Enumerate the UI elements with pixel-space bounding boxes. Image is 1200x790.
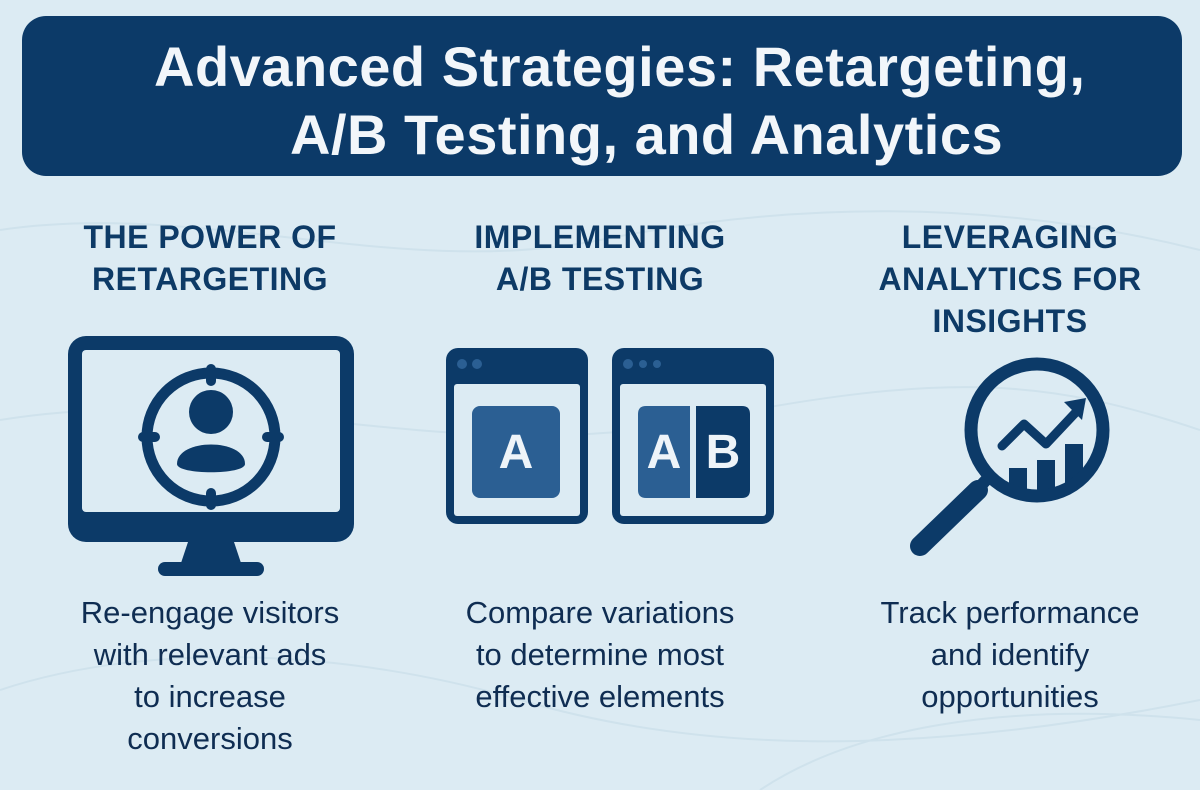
section-analytics-heading: LEVERAGING ANALYTICS FOR INSIGHTS (840, 216, 1180, 342)
description-line: and identify (930, 637, 1090, 672)
variant-a-label: A (499, 426, 534, 479)
description-line: conversions (127, 721, 293, 756)
description-line: Compare variations (465, 595, 735, 630)
section-heading-line: RETARGETING (91, 261, 328, 297)
description-line: Re-engage visitors (80, 595, 340, 630)
section-heading-line: THE POWER OF (83, 219, 337, 255)
section-heading-line: ANALYTICS FOR (878, 261, 1142, 297)
description-line: to increase (134, 679, 286, 714)
description-line: opportunities (921, 679, 1099, 714)
window-a-icon: A (446, 348, 588, 524)
section-heading-line: IMPLEMENTING (474, 219, 726, 255)
section-analytics-description: Track performance and identify opportuni… (830, 592, 1190, 718)
section-retargeting-description: Re-engage visitors with relevant ads to … (30, 592, 390, 760)
section-heading-line: INSIGHTS (932, 303, 1088, 339)
ab-test-windows-icon: A A B (446, 348, 774, 524)
section-heading-line: A/B TESTING (495, 261, 705, 297)
description-line: effective elements (475, 679, 725, 714)
section-ab-testing-heading: IMPLEMENTING A/B TESTING (420, 216, 780, 300)
title-banner: Advanced Strategies: Retargeting, A/B Te… (22, 16, 1182, 176)
page-title-line-1: Advanced Strategies: Retargeting, (154, 35, 1086, 98)
description-line: to determine most (475, 637, 725, 672)
monitor-target-user-icon (68, 336, 354, 576)
section-heading-line: LEVERAGING (901, 219, 1119, 255)
description-line: Track performance (880, 595, 1140, 630)
variant-a-label: A (647, 426, 682, 479)
section-retargeting-heading: THE POWER OF RETARGETING (40, 216, 380, 300)
page-title-line-2: A/B Testing, and Analytics (290, 103, 1004, 166)
description-line: with relevant ads (93, 637, 327, 672)
magnifier-chart-icon (910, 357, 1110, 556)
section-ab-testing-description: Compare variations to determine most eff… (420, 592, 780, 718)
variant-b-label: B (706, 426, 741, 479)
window-ab-icon: A B (612, 348, 774, 524)
